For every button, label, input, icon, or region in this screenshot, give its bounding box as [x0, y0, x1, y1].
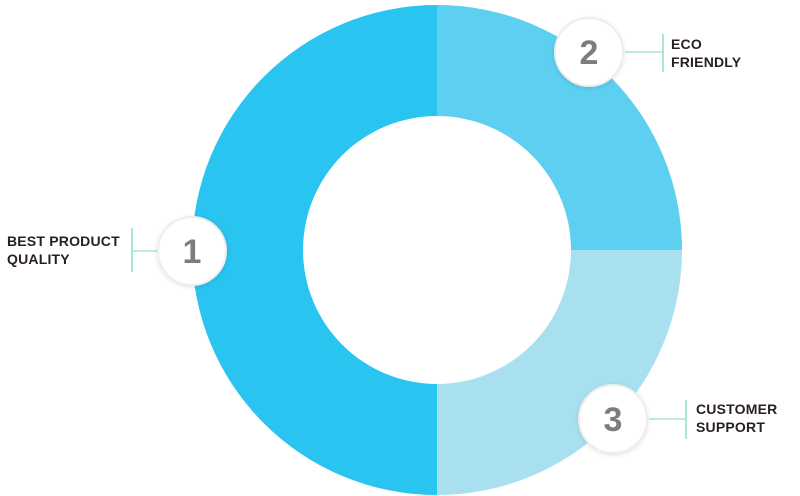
donut-slice-2: [437, 5, 682, 250]
label-2-line-1: ECO: [671, 36, 702, 52]
badge-circle-3: [578, 384, 648, 454]
label-1-line-1: BEST PRODUCT: [7, 233, 120, 249]
badge-circle-2: [554, 17, 624, 87]
label-eco-friendly: ECO FRIENDLY: [671, 35, 741, 71]
label-customer-support: CUSTOMER SUPPORT: [696, 400, 777, 436]
badge-number-1: 1: [183, 233, 202, 271]
donut-slice-3: [437, 250, 682, 495]
badge-circle-1: [157, 216, 227, 286]
label-3-line-1: CUSTOMER: [696, 401, 778, 417]
badge-number-3: 3: [604, 401, 623, 439]
label-3-line-2: SUPPORT: [696, 419, 766, 435]
badge-number-2: 2: [580, 34, 599, 72]
donut-slice-1: [192, 5, 437, 495]
label-2-line-2: FRIENDLY: [671, 54, 742, 70]
label-best-product-quality: BEST PRODUCT QUALITY: [7, 232, 120, 268]
label-1-line-2: QUALITY: [7, 251, 70, 267]
